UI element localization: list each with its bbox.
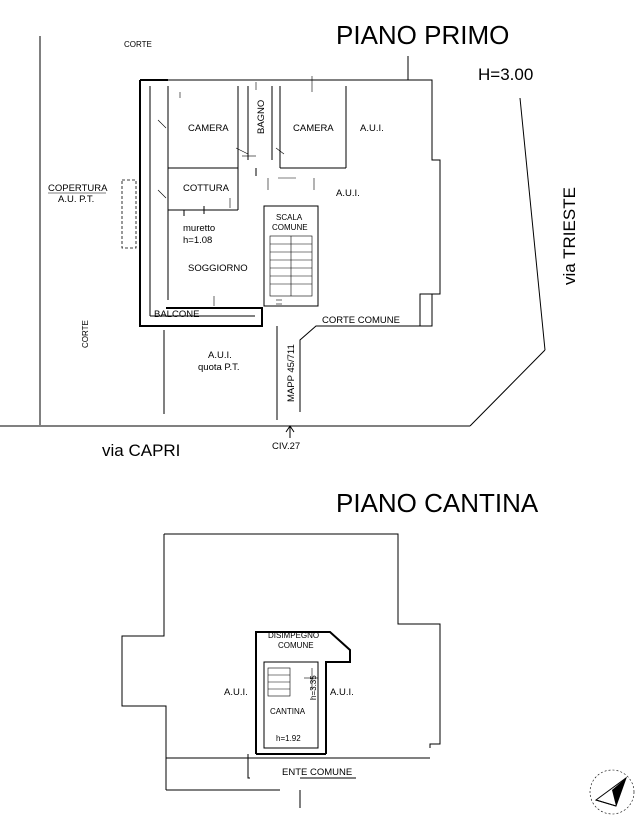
height-label: H=3.00 [478, 65, 533, 84]
label-balcone: BALCONE [154, 309, 199, 320]
label-cantina: CANTINA [270, 707, 306, 716]
label-corte-top: CORTE [124, 40, 152, 49]
label-disimpegno-1: DISIMPEGNO [268, 631, 319, 640]
label-civ: CIV.27 [272, 441, 300, 452]
label-aui-ground-1: A.U.I. [208, 350, 232, 361]
label-muretto-1: muretto [183, 223, 215, 234]
label-cottura: COTTURA [183, 183, 230, 194]
label-corte-left: CORTE [81, 320, 90, 348]
label-muretto-2: h=1.08 [183, 235, 212, 246]
label-aui-ground-2: quota P.T. [198, 362, 240, 373]
label-via-trieste: via TRIESTE [560, 187, 579, 285]
title-piano-primo: PIANO PRIMO [336, 20, 509, 50]
label-camera-right: CAMERA [293, 123, 334, 134]
stair-treads [270, 243, 312, 285]
label-aui-left-cellar: A.U.I. [224, 687, 248, 698]
site-context [0, 36, 546, 438]
label-corte-comune: CORTE COMUNE [322, 315, 400, 326]
label-aui-top: A.U.I. [360, 123, 384, 134]
label-copertura-1: COPERTURA [48, 183, 108, 194]
label-aui-mid: A.U.I. [336, 188, 360, 199]
label-copertura-2: A.U. P.T. [58, 194, 94, 205]
label-camera-left: CAMERA [188, 123, 229, 134]
label-bagno: BAGNO [256, 100, 267, 134]
label-scala-2: COMUNE [272, 223, 308, 232]
label-ente-comune: ENTE COMUNE [282, 767, 352, 778]
label-scala-1: SCALA [276, 213, 303, 222]
north-arrow-icon [589, 769, 635, 815]
label-aui-right-cellar: A.U.I. [330, 687, 354, 698]
label-h-cantina: h=3.35 [309, 675, 318, 700]
label-via-capri: via CAPRI [102, 441, 180, 460]
label-mapp: MAPP 45/711 [286, 344, 297, 402]
apartment-first-floor [139, 76, 441, 327]
label-h-disimpegno: h=1.92 [276, 734, 301, 743]
cellar-floor-plan [121, 533, 441, 808]
title-piano-cantina: PIANO CANTINA [336, 488, 539, 518]
label-soggiorno: SOGGIORNO [188, 263, 248, 274]
label-disimpegno-2: COMUNE [278, 641, 314, 650]
